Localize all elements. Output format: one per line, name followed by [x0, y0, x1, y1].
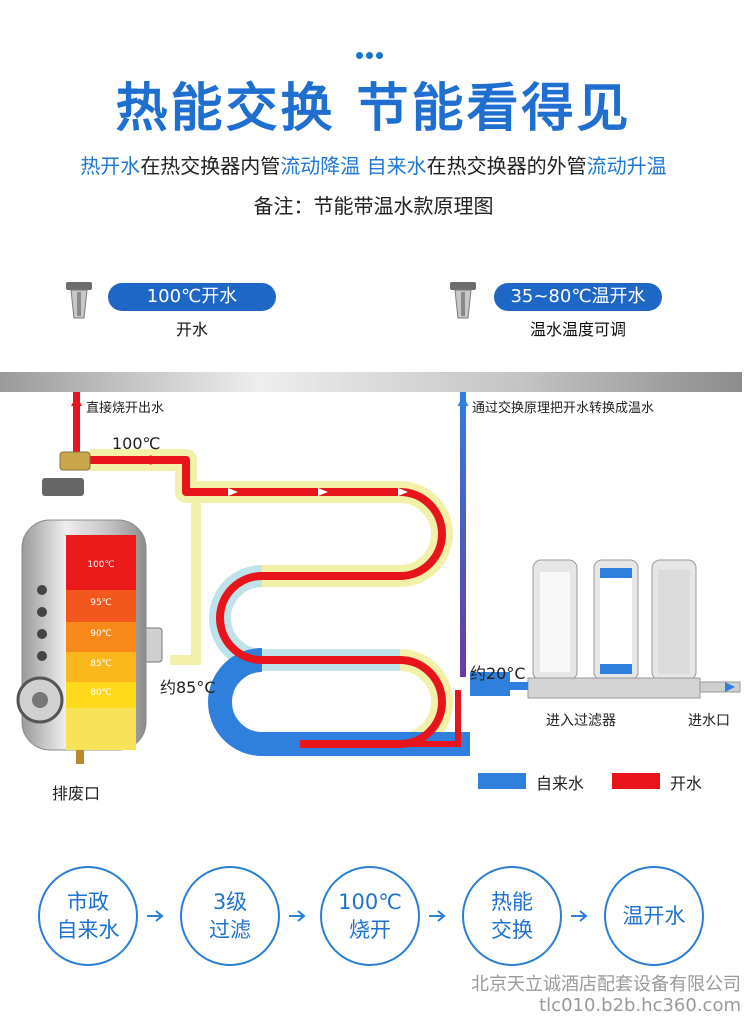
arrow-right-icon [147, 910, 164, 922]
drain-label: 排废口 [52, 784, 101, 803]
legend-label-tapwater: 自来水 [536, 774, 585, 793]
tank-level-85: 85℃ [90, 659, 112, 669]
right-pipe-note: 通过交换原理把开水转换成温水 [472, 401, 655, 416]
tank-level-90: 90℃ [90, 629, 112, 639]
arrow-right-icon [429, 910, 446, 922]
main-pipe [0, 372, 742, 392]
tank-level-80: 80℃ [90, 688, 112, 698]
arrow-right-icon [571, 910, 588, 922]
flow-step-boil: 100℃ 烧开 [320, 866, 420, 966]
filter-units [527, 559, 741, 699]
tap-pill-warm: 35~80℃温开水 [494, 283, 662, 311]
faucet-left-icon [66, 282, 92, 319]
left-pipe-note: 直接烧开出水 [86, 401, 165, 416]
legend-label-boiling: 开水 [670, 774, 703, 793]
subtitle-part: 自来水 [366, 154, 427, 178]
decor-dots [356, 44, 386, 63]
tap-label-warm: 温水温度可调 [529, 320, 626, 339]
tap-pill-boiling: 100℃开水 [108, 283, 276, 311]
note: 备注：节能带温水款原理图 [253, 194, 494, 218]
temp-out-label: 100℃ [112, 434, 161, 453]
tank-level-100: 100℃ [87, 560, 115, 570]
tank-level-95: 95℃ [90, 598, 112, 608]
flow-step-filter: 3级 过滤 [180, 866, 280, 966]
footer-site: tlc010.b2b.hc360.com [539, 994, 741, 1016]
heat-exchange-diagram [0, 372, 742, 764]
faucet-right-icon [450, 282, 476, 319]
flow-step-warm-water: 温开水 [604, 866, 704, 966]
temp-return-label: 约85°C [160, 678, 216, 697]
subtitle-part: 在热交换器的外管 [426, 154, 587, 178]
legend-swatch-tapwater [478, 773, 526, 789]
legend-swatch-boiling [612, 773, 660, 789]
subtitle: 热开水在热交换器内管流动降温 自来水在热交换器的外管流动升温 [0, 150, 747, 179]
inlet-label: 进水口 [688, 713, 730, 729]
footer: 北京天立诚酒店配套设备有限公司 tlc010.b2b.hc360.com [471, 974, 741, 1016]
arrow-right-icon [289, 910, 306, 922]
subtitle-part: 流动降温 [280, 154, 361, 178]
temp-in-label: 约20°C [470, 664, 526, 683]
footer-company: 北京天立诚酒店配套设备有限公司 [471, 974, 741, 995]
subtitle-part: 流动升温 [586, 154, 667, 178]
red-riser [73, 392, 80, 452]
subtitle-part: 在热交换器内管 [140, 154, 281, 178]
blue-riser [460, 392, 466, 677]
tap-label-boiling: 开水 [175, 320, 208, 339]
flow-step-city-water: 市政 自来水 [38, 866, 138, 966]
page-title: 热能交换 节能看得见 [115, 79, 632, 139]
subtitle-part: 热开水 [80, 154, 141, 178]
flow-step-exchange: 热能 交换 [462, 866, 562, 966]
red-exchange-pipe [80, 456, 446, 748]
filter-label: 进入过滤器 [546, 713, 616, 729]
